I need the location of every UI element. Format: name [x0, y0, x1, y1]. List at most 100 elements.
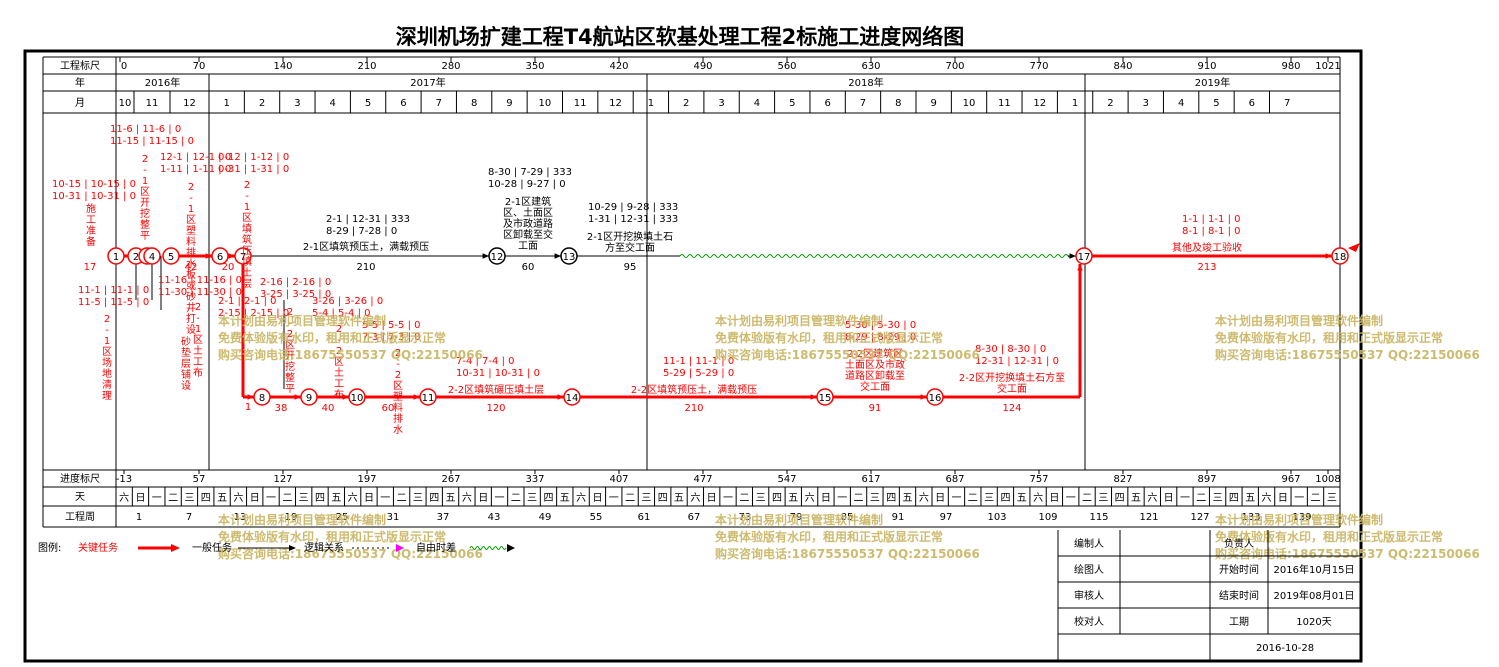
legend-relation-label: 逻辑关系	[304, 541, 344, 554]
watermark-text: 免费体验版有水印，租用和正式版显示正常	[1215, 330, 1443, 345]
week-label: 工程周	[65, 511, 95, 523]
event-node-number: 13	[563, 252, 576, 263]
watermarks: 本计划由易利项目管理软件编制免费体验版有水印，租用和正式版显示正常购买咨询电话:…	[218, 313, 1480, 561]
event-node	[926, 388, 944, 406]
week-cell: 91	[892, 512, 905, 523]
task-name: 交工面	[860, 380, 890, 393]
event-node-number: 2	[133, 252, 139, 263]
progress-tick-label: 827	[1113, 474, 1132, 485]
task-duration: 40	[322, 403, 335, 414]
task-dates: 12-31 | 12-31 | 0	[975, 356, 1059, 367]
week-cell: 25	[336, 512, 349, 523]
task-name: 土面区及市政	[845, 358, 905, 371]
event-node	[1331, 247, 1349, 265]
scale-tick-label: 420	[609, 61, 628, 72]
day-cell: 日	[135, 493, 145, 504]
watermark-text: 本计划由易利项目管理软件编制	[1215, 313, 1383, 328]
task-dates: 2-16 | 2-16 | 0	[260, 277, 331, 288]
sign-left-label: 编制人	[1074, 537, 1104, 550]
watermark-text: 本计划由易利项目管理软件编制	[1215, 512, 1383, 527]
arrow-head	[1077, 264, 1083, 271]
progress-tick-label: 897	[1197, 474, 1216, 485]
arrow-head	[920, 394, 927, 400]
day-cell: 六	[805, 492, 815, 504]
week-cell: 79	[790, 512, 803, 523]
event-node	[348, 388, 366, 406]
day-cell: 一	[1294, 493, 1304, 504]
day-cell: 四	[1115, 493, 1125, 504]
progress-tick-label: 687	[945, 474, 964, 485]
progress-tick-label: 477	[693, 474, 712, 485]
legend-relation-arrow	[396, 544, 404, 552]
week-cell: 7	[186, 512, 192, 523]
task-duration: 38	[275, 403, 288, 414]
scale-tick-label: 980	[1281, 61, 1300, 72]
day-cell: 一	[495, 493, 505, 504]
day-cell: 日	[1049, 493, 1059, 504]
month-cell: 4	[1178, 98, 1184, 109]
week-cell: 55	[590, 512, 603, 523]
event-node	[107, 247, 125, 265]
day-cell: 二	[739, 493, 749, 504]
task-dates: 3-25 | 3-25 | 0	[260, 289, 331, 300]
task-dates: 11-5 | 11-5 | 0	[78, 297, 149, 308]
day-cell: 日	[821, 493, 831, 504]
task-name: 其他及竣工验收	[1172, 241, 1242, 254]
progress-tick-label: 267	[441, 474, 460, 485]
task-dates: 11-15 | 11-15 | 0	[110, 136, 194, 147]
event-node-number: 5	[168, 252, 174, 263]
event-node	[488, 247, 506, 265]
progress-label: 进度标尺	[60, 472, 100, 485]
week-cell: 115	[1089, 512, 1108, 523]
task-dates: 10-31 | 10-31 | 0	[456, 368, 540, 379]
task-dates: 8-30 | 8-30 | 0	[975, 344, 1046, 355]
arrow-head	[1325, 253, 1332, 259]
day-cell: 三	[1327, 493, 1337, 504]
day-cell: 四	[543, 493, 553, 504]
event-node	[162, 247, 180, 265]
day-cell: 二	[625, 493, 635, 504]
scale-tick-label: 140	[273, 61, 292, 72]
month-cell: 2	[259, 98, 265, 109]
month-cell: 1	[648, 98, 654, 109]
task-dates: 7-4 | 7-4 | 0	[456, 356, 514, 367]
scale-tick-label: 840	[1113, 61, 1132, 72]
progress-tick-label: 337	[525, 474, 544, 485]
month-cell: 6	[1249, 98, 1255, 109]
arrow-head	[228, 253, 235, 259]
arrow-head	[247, 394, 254, 400]
week-cell: 19	[285, 512, 298, 523]
day-label: 天	[75, 492, 85, 503]
week-cell: 37	[437, 512, 450, 523]
month-cell: 2	[683, 98, 689, 109]
event-node	[419, 388, 437, 406]
task-duration: 17	[84, 262, 97, 273]
task-duration: 210	[356, 262, 375, 273]
watermark-text: 购买咨询电话:18675550537 QQ:22150066	[218, 546, 483, 561]
watermark-text: 免费体验版有水印，租用和正式版显示正常	[1215, 529, 1443, 544]
month-label: 月	[75, 97, 85, 109]
day-cell: 二	[854, 493, 864, 504]
day-cell: 日	[935, 493, 945, 504]
week-cell: 133	[1241, 512, 1260, 523]
day-cell: 二	[397, 493, 407, 504]
day-cell: 一	[152, 493, 162, 504]
task-duration: 20	[222, 262, 235, 273]
legend-float-line	[469, 546, 507, 550]
day-cell: 四	[315, 493, 325, 504]
task-dates: 10-28 | 9-27 | 0	[488, 179, 566, 190]
month-cell: 6	[400, 98, 406, 109]
month-cell: 11	[998, 98, 1011, 109]
event-node-number: 12	[491, 252, 504, 263]
scale-tick-label: 700	[945, 61, 964, 72]
day-cell: 五	[217, 493, 227, 504]
task-dates: 2-1 | 2-1 | 0	[218, 296, 276, 307]
task-name-vertical: 砂垫层铺设	[181, 335, 191, 392]
day-cell: 一	[723, 493, 733, 504]
month-cell: 9	[930, 98, 936, 109]
scale-tick-label: 70	[193, 61, 206, 72]
